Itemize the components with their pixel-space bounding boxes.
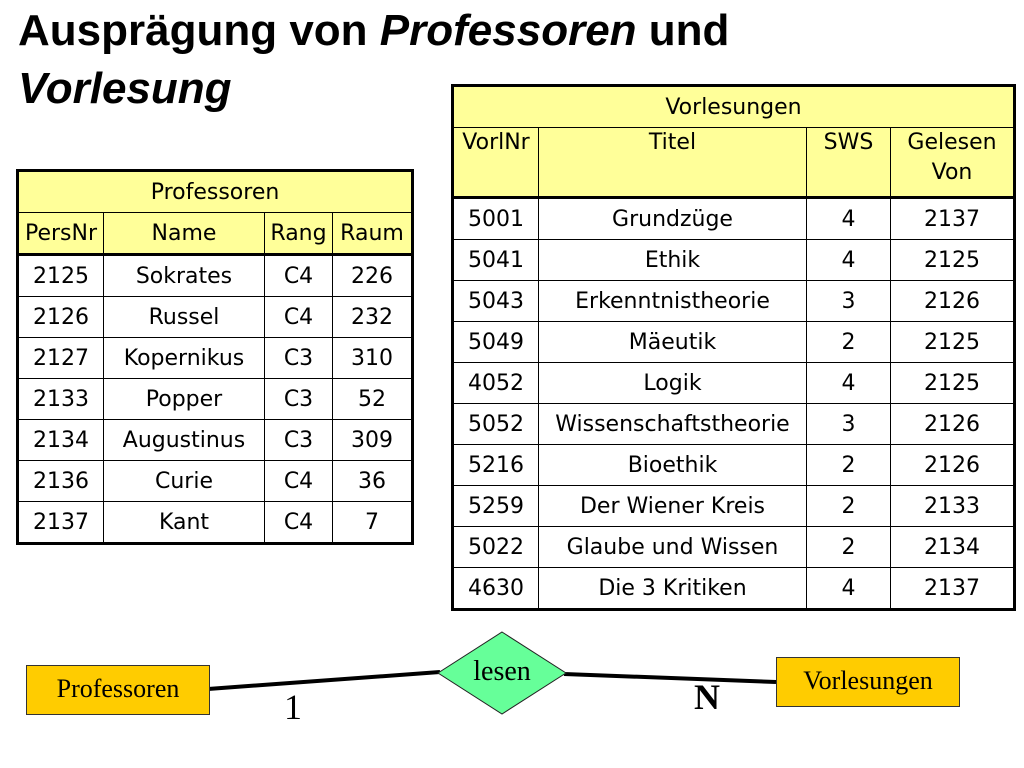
table-cell: Der Wiener Kreis [538, 485, 807, 527]
table-cell: Augustinus [103, 419, 265, 461]
column-header: Rang [264, 212, 333, 256]
table-cell: 2137 [17, 501, 104, 544]
table-caption: Vorlesungen [452, 85, 1015, 128]
table-cell: 2136 [17, 460, 104, 502]
table-cell: Popper [103, 378, 265, 420]
table-cell: 5049 [452, 321, 539, 363]
table-cell: 5041 [452, 239, 539, 281]
cardinality-many: N [694, 677, 720, 717]
table-cell: Russel [103, 296, 265, 338]
table-cell: 36 [332, 460, 413, 502]
relationship-line-right [563, 672, 777, 684]
entity-vorlesungen: Vorlesungen [776, 657, 960, 707]
table-cell: C3 [264, 337, 333, 379]
table-cell: Sokrates [103, 254, 265, 297]
relationship-diamond [437, 631, 567, 715]
table-cell: 4 [806, 197, 891, 240]
table-cell: 52 [332, 378, 413, 420]
table-cell: Kant [103, 501, 265, 544]
table-cell: 5216 [452, 444, 539, 486]
table-cell: 4052 [452, 362, 539, 404]
table-cell: 2134 [17, 419, 104, 461]
table-cell: 2127 [17, 337, 104, 379]
table-cell: 4 [806, 567, 891, 610]
title-part-2: Professoren [379, 6, 637, 55]
table-cell: 5022 [452, 526, 539, 568]
table-cell: Logik [538, 362, 807, 404]
relationship-line-left [207, 670, 441, 691]
table-cell: 2133 [17, 378, 104, 420]
table-cell: 4630 [452, 567, 539, 610]
column-header: Raum [332, 212, 413, 256]
table-cell: 2137 [890, 567, 1015, 610]
table-cell: 2134 [890, 526, 1015, 568]
table-cell: Grundzüge [538, 197, 807, 240]
relationship-label: lesen [473, 656, 531, 687]
table-cell: 2 [806, 526, 891, 568]
table-caption: Professoren [17, 170, 413, 213]
column-header: Gelesen Von [890, 127, 1015, 199]
table-cell: Curie [103, 460, 265, 502]
column-header: Name [103, 212, 265, 256]
table-cell: 310 [332, 337, 413, 379]
table-cell: 226 [332, 254, 413, 297]
table-cell: 2125 [890, 239, 1015, 281]
table-cell: 5001 [452, 197, 539, 240]
table-caption-row: Professoren [17, 170, 413, 213]
table-cell: 2 [806, 321, 891, 363]
slide-title: Ausprägung von Professoren und Vorlesung [18, 2, 978, 118]
table-cell: Bioethik [538, 444, 807, 486]
title-part-4: Vorlesung [18, 64, 232, 113]
table-cell: 5052 [452, 403, 539, 445]
table-cell: 232 [332, 296, 413, 338]
title-part-3: und [636, 6, 730, 55]
cardinality-one: 1 [284, 687, 302, 727]
table-cell: Die 3 Kritiken [538, 567, 807, 610]
table-cell: Wissenschaftstheorie [538, 403, 807, 445]
table-cell: 2126 [890, 403, 1015, 445]
table-cell: 2125 [17, 254, 104, 297]
table-caption-row: Vorlesungen [452, 85, 1015, 128]
table-cell: 7 [332, 501, 413, 544]
table-cell: 2126 [890, 444, 1015, 486]
entity-professoren: Professoren [26, 665, 210, 715]
column-header: PersNr [17, 212, 104, 256]
table-cell: 2 [806, 444, 891, 486]
column-header: VorlNr [452, 127, 539, 199]
table-cell: Glaube und Wissen [538, 526, 807, 568]
title-part-1: Ausprägung von [18, 6, 380, 55]
column-header: Titel [538, 127, 807, 199]
table-cell: C4 [264, 254, 333, 297]
table-cell: 2137 [890, 197, 1015, 240]
